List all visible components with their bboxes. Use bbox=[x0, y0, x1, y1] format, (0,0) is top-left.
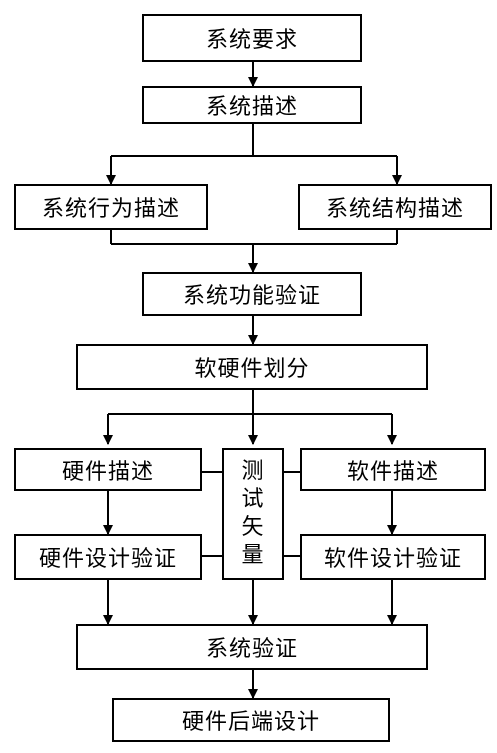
node-software-design-verification: 软件设计验证 bbox=[300, 534, 486, 580]
test-vectors-char-2: 试 bbox=[241, 487, 265, 512]
node-system-requirements: 系统要求 bbox=[142, 14, 362, 62]
node-label: 硬件设计验证 bbox=[38, 547, 177, 572]
node-label: 硬件描述 bbox=[61, 459, 154, 485]
node-label: 软件描述 bbox=[346, 459, 439, 485]
node-system-verification: 系统验证 bbox=[76, 624, 428, 670]
node-hardware-design-verification: 硬件设计验证 bbox=[14, 534, 202, 580]
node-label: 系统要求 bbox=[205, 28, 298, 53]
node-test-vectors: 测 试 矢 量 bbox=[222, 448, 284, 580]
node-label: 系统验证 bbox=[205, 637, 298, 662]
node-system-description: 系统描述 bbox=[142, 86, 362, 124]
node-label: 系统行为描述 bbox=[41, 197, 180, 222]
node-hardware-description: 硬件描述 bbox=[14, 448, 202, 491]
node-label: 系统功能验证 bbox=[182, 284, 321, 309]
node-system-function-verification: 系统功能验证 bbox=[142, 272, 362, 316]
node-hardware-backend-design: 硬件后端设计 bbox=[112, 698, 390, 742]
node-system-behavior-description: 系统行为描述 bbox=[14, 184, 208, 230]
node-hw-sw-partition: 软硬件划分 bbox=[76, 344, 428, 390]
node-system-structure-description: 系统结构描述 bbox=[298, 184, 492, 230]
test-vectors-char-1: 测 bbox=[241, 459, 265, 484]
node-label: 系统结构描述 bbox=[325, 197, 464, 222]
test-vectors-char-3: 矢 bbox=[241, 515, 265, 540]
node-label: 系统描述 bbox=[205, 95, 298, 120]
node-label: 硬件后端设计 bbox=[181, 710, 320, 735]
test-vectors-char-4: 量 bbox=[241, 543, 265, 568]
node-label: 软件设计验证 bbox=[323, 547, 462, 572]
node-software-description: 软件描述 bbox=[300, 448, 486, 491]
node-label: 软硬件划分 bbox=[194, 357, 310, 382]
